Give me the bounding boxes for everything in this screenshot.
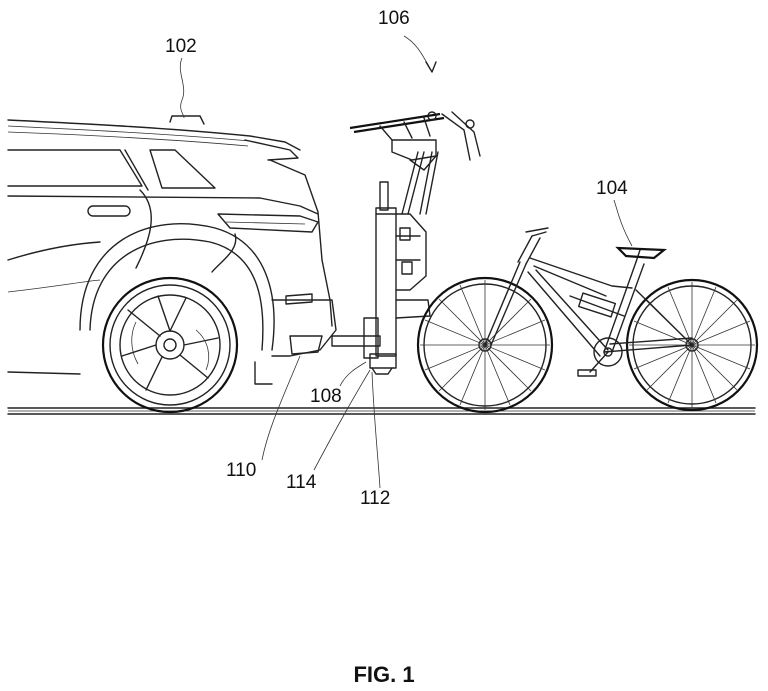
label-110: 110: [226, 460, 256, 481]
arrow-106: [425, 61, 437, 73]
label-102: 102: [165, 36, 197, 57]
carrier-drawing: [349, 111, 481, 357]
label-104: 104: [596, 178, 628, 199]
vehicle-drawing: [7, 115, 337, 414]
label-106: 106: [378, 8, 410, 29]
ground-line: [7, 407, 756, 415]
leader-108: [339, 361, 367, 387]
leader-112: [371, 371, 381, 489]
figure-caption: FIG. 1: [353, 662, 414, 687]
leader-104: [613, 199, 633, 247]
hitch-drawing: [331, 317, 397, 375]
leader-114: [313, 369, 371, 471]
bicycle-drawing: [416, 227, 759, 414]
label-112: 112: [360, 488, 390, 509]
reference-labels: 102 106 104 108 110 114 112: [165, 8, 633, 509]
leader-106: [403, 35, 433, 73]
leader-102: [179, 57, 185, 119]
label-108: 108: [310, 386, 342, 407]
leader-110: [261, 355, 301, 461]
label-114: 114: [286, 472, 317, 493]
